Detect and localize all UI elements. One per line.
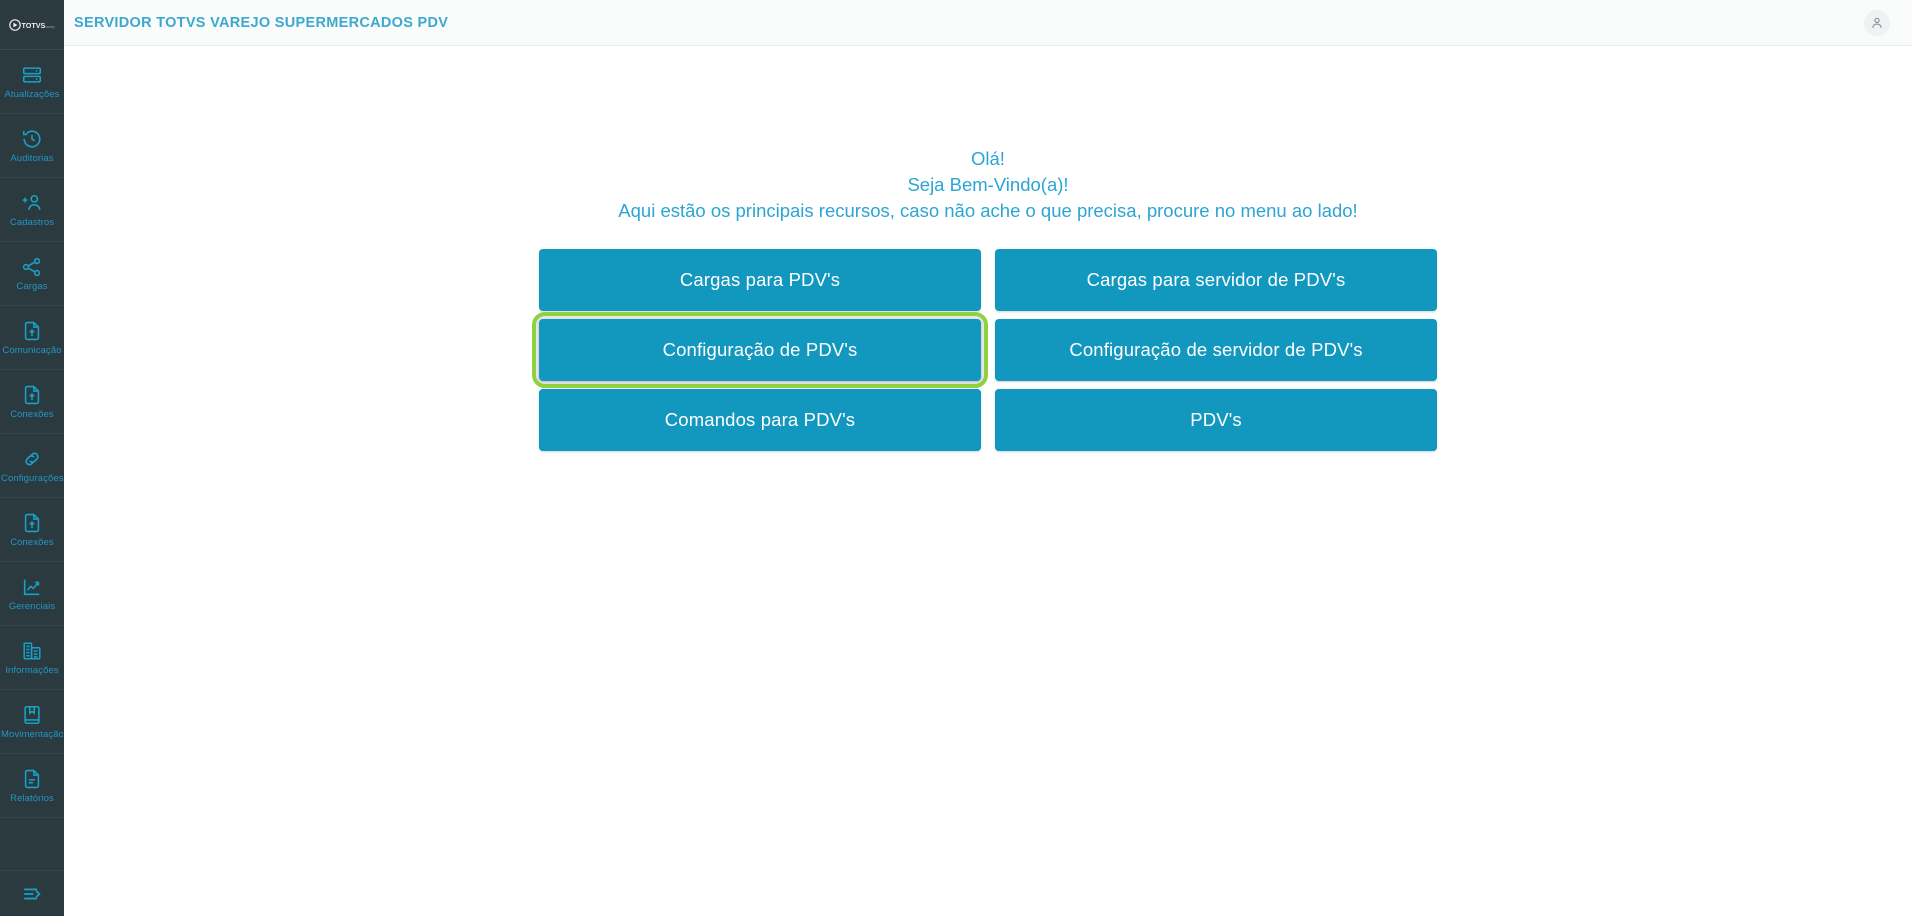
server-icon: [21, 64, 43, 86]
file-upload-icon: [21, 384, 43, 406]
tile-comandos-para-pdvs[interactable]: Comandos para PDV's: [539, 389, 981, 451]
sidebar-item-conexoes-1[interactable]: Conexões: [0, 370, 64, 434]
sidebar-item-cargas[interactable]: Cargas: [0, 242, 64, 306]
menu-expand-arrow-icon: [21, 883, 43, 905]
tile-wrap-cargas-pdv: Cargas para PDV's: [539, 249, 981, 311]
tile-configuracao-de-servidor-de-pdvs[interactable]: Configuração de servidor de PDV's: [995, 319, 1437, 381]
tile-cargas-para-pdvs[interactable]: Cargas para PDV's: [539, 249, 981, 311]
sidebar-item-label: Auditorias: [10, 152, 54, 164]
sidebar-item-auditorias[interactable]: Auditorias: [0, 114, 64, 178]
share-nodes-icon: [21, 256, 43, 278]
sidebar-item-label: Cadastros: [9, 216, 55, 228]
svg-text:varejo: varejo: [45, 25, 55, 29]
home-content: Olá! Seja Bem-Vindo(a)! Aqui estão os pr…: [64, 46, 1912, 916]
sidebar-item-label: Relatórios: [10, 792, 54, 804]
chart-line-icon: [21, 576, 43, 598]
sidebar-item-label: Conexões: [10, 536, 54, 548]
tile-pdvs[interactable]: PDV's: [995, 389, 1437, 451]
topbar: SERVIDOR TOTVS VAREJO SUPERMERCADOS PDV: [64, 0, 1912, 46]
page-title: SERVIDOR TOTVS VAREJO SUPERMERCADOS PDV: [74, 14, 449, 31]
document-text-icon: [21, 768, 43, 790]
tile-cargas-para-servidor-de-pdvs[interactable]: Cargas para servidor de PDV's: [995, 249, 1437, 311]
sidebar-item-gerenciais[interactable]: Gerenciais: [0, 562, 64, 626]
sidebar-item-relatorios[interactable]: Relatórios: [0, 754, 64, 818]
sidebar-item-movimentacao[interactable]: Movimentação: [0, 690, 64, 754]
tile-configuracao-de-pdvs[interactable]: Configuração de PDV's: [539, 319, 981, 381]
tile-wrap-cargas-servidor-pdv: Cargas para servidor de PDV's: [995, 249, 1437, 311]
building-icon: [21, 640, 43, 662]
tile-wrap-comandos-pdv: Comandos para PDV's: [539, 389, 981, 451]
sidebar-item-label: Cargas: [16, 280, 48, 292]
sidebar: TOTVS varejo Atualizações: [0, 0, 64, 916]
sidebar-item-atualizacoes[interactable]: Atualizações: [0, 50, 64, 114]
sidebar-item-label: Gerenciais: [8, 600, 56, 612]
tile-wrap-configuracao-pdv: Configuração de PDV's: [532, 312, 988, 388]
sidebar-item-label: Informações: [5, 664, 59, 676]
sidebar-item-cadastros[interactable]: Cadastros: [0, 178, 64, 242]
user-avatar-icon: [1870, 16, 1884, 30]
avatar[interactable]: [1864, 9, 1890, 36]
tile-wrap-pdvs: PDV's: [995, 389, 1437, 451]
sidebar-item-conexoes-2[interactable]: Conexões: [0, 498, 64, 562]
clock-history-icon: [21, 128, 43, 150]
link-chain-icon: [21, 448, 43, 470]
greeting-line-2: Seja Bem-Vindo(a)!: [907, 174, 1069, 195]
totvs-logo[interactable]: TOTVS varejo: [0, 0, 64, 50]
tile-wrap-configuracao-servidor-pdv: Configuração de servidor de PDV's: [995, 319, 1437, 381]
shortcut-tile-grid: Cargas para PDV's Cargas para servidor d…: [532, 249, 1437, 451]
sidebar-item-label: Conexões: [10, 408, 54, 420]
file-upload-icon: [21, 512, 43, 534]
sidebar-item-comunicacao[interactable]: Comunicação: [0, 306, 64, 370]
sidebar-item-label: Comunicação: [2, 344, 62, 356]
sidebar-item-informacoes[interactable]: Informações: [0, 626, 64, 690]
welcome-message: Olá! Seja Bem-Vindo(a)! Aqui estão os pr…: [618, 146, 1357, 224]
svg-text:TOTVS: TOTVS: [22, 21, 46, 30]
file-upload-icon: [21, 320, 43, 342]
sidebar-item-configuracoes[interactable]: Configurações: [0, 434, 64, 498]
sidebar-collapse-toggle[interactable]: [0, 870, 64, 916]
sidebar-item-list: Atualizações Auditorias: [0, 50, 64, 870]
bookmark-book-icon: [21, 704, 43, 726]
sidebar-item-label: Atualizações: [4, 88, 60, 100]
greeting-line-1: Olá!: [971, 148, 1005, 169]
greeting-line-3: Aqui estão os principais recursos, caso …: [618, 200, 1358, 221]
user-plus-icon: [21, 192, 43, 214]
sidebar-item-label: Configurações: [1, 472, 63, 484]
main-area: SERVIDOR TOTVS VAREJO SUPERMERCADOS PDV …: [64, 0, 1912, 916]
sidebar-item-label: Movimentação: [1, 728, 63, 740]
